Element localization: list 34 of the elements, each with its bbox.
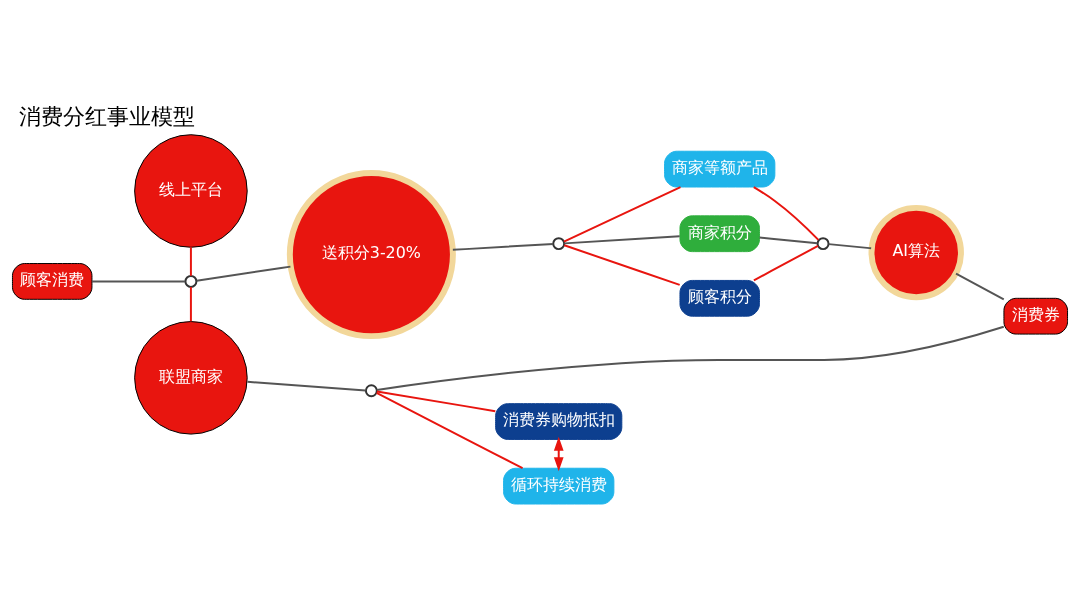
connector	[563, 235, 681, 245]
node-circle: AI算法	[868, 204, 964, 301]
node-box: 顾客积分	[679, 279, 760, 317]
connector	[91, 280, 187, 283]
connector	[375, 391, 524, 470]
connector	[827, 243, 873, 250]
node-box: 消费券	[1003, 297, 1069, 335]
connector	[451, 242, 555, 251]
node-circle	[552, 237, 566, 251]
node-circle	[364, 384, 378, 398]
connector	[563, 244, 681, 286]
connector	[195, 265, 292, 282]
connector	[246, 380, 367, 392]
node-circle: 联盟商家	[134, 321, 248, 435]
node-circle: 送积分3-20%	[286, 170, 456, 340]
connector	[752, 244, 819, 282]
connector	[562, 186, 682, 243]
connector	[758, 236, 819, 245]
connector	[375, 390, 497, 413]
connector	[375, 325, 1005, 392]
connector	[189, 286, 192, 323]
node-circle: 线上平台	[134, 134, 248, 248]
node-circle	[816, 237, 830, 251]
node-box: 顾客消费	[11, 263, 93, 300]
node-box: 消费券购物抵扣	[495, 403, 623, 440]
node-box: 商家等额产品	[664, 150, 776, 188]
node-box: 循环持续消费	[503, 467, 615, 505]
connector	[189, 246, 192, 277]
connector	[955, 272, 1005, 301]
arrow	[553, 436, 564, 472]
connector	[752, 186, 820, 241]
diagram-title: 消费分红事业模型	[19, 104, 196, 130]
node-box: 商家积分	[679, 215, 760, 253]
node-circle	[184, 274, 198, 288]
